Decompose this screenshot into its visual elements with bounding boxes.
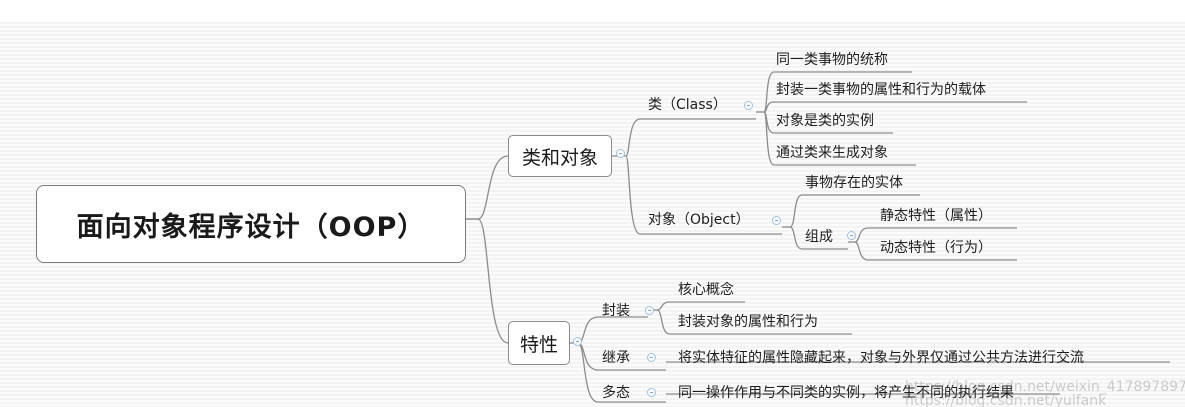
central-topic[interactable]: 面向对象程序设计（OOP）	[36, 185, 466, 263]
topic-item[interactable]: 将实体特征的属性隐藏起来，对象与外界仅通过公共方法进行交流	[678, 350, 1084, 366]
topic-encapsulation[interactable]: 封装	[602, 303, 630, 319]
topic-item[interactable]: 通过类来生成对象	[776, 145, 888, 161]
link-to-encapsulation	[577, 316, 648, 344]
topic-item[interactable]: 静态特性（属性）	[880, 208, 992, 224]
mindmap-canvas: 面向对象程序设计（OOP） 类和对象 特性 类（Class） 同一类事物的统称 …	[0, 22, 1185, 407]
topic-class-and-object[interactable]: 类和对象	[508, 135, 612, 177]
topic-object[interactable]: 对象（Object）	[648, 212, 750, 228]
link-central-to-class-object	[466, 155, 509, 220]
topic-inheritance[interactable]: 继承	[602, 350, 630, 366]
link-central-to-features	[466, 218, 509, 344]
collapse-toggle-icon[interactable]	[744, 101, 753, 110]
connector-lines	[466, 71, 1170, 403]
watermark: https://blog.csdn.net/yulfank	[905, 393, 1107, 407]
collapse-toggle-icon[interactable]	[647, 388, 656, 397]
topic-class[interactable]: 类（Class）	[648, 97, 727, 113]
link-to-polymorphism	[577, 342, 666, 403]
watermark: https://blog.csdn.net/weixin_41789789789	[905, 379, 1185, 395]
topic-item[interactable]: 同一操作作用与不同类的实例，将产生不同的执行结果	[678, 385, 1014, 401]
topic-item[interactable]: 封装对象的属性和行为	[678, 314, 818, 330]
topic-composition[interactable]: 组成	[805, 229, 833, 245]
collapse-toggle-icon[interactable]	[847, 231, 856, 240]
topic-item[interactable]: 事物存在的实体	[805, 175, 903, 191]
topic-item[interactable]: 同一类事物的统称	[776, 52, 888, 68]
topic-item[interactable]: 核心概念	[678, 282, 734, 298]
collapse-toggle-icon[interactable]	[645, 306, 654, 315]
topic-polymorphism[interactable]: 多态	[602, 385, 630, 401]
link-to-object	[625, 155, 782, 235]
collapse-toggle-icon[interactable]	[647, 353, 656, 362]
collapse-toggle-icon[interactable]	[573, 337, 582, 346]
topic-features[interactable]: 特性	[508, 321, 570, 365]
topic-item[interactable]: 动态特性（行为）	[880, 240, 992, 256]
collapse-toggle-icon[interactable]	[772, 216, 781, 225]
collapse-toggle-icon[interactable]	[616, 149, 625, 158]
topic-item[interactable]: 对象是类的实例	[776, 113, 874, 129]
topic-item[interactable]: 封装一类事物的属性和行为的载体	[776, 82, 986, 98]
link-to-class	[625, 118, 756, 157]
